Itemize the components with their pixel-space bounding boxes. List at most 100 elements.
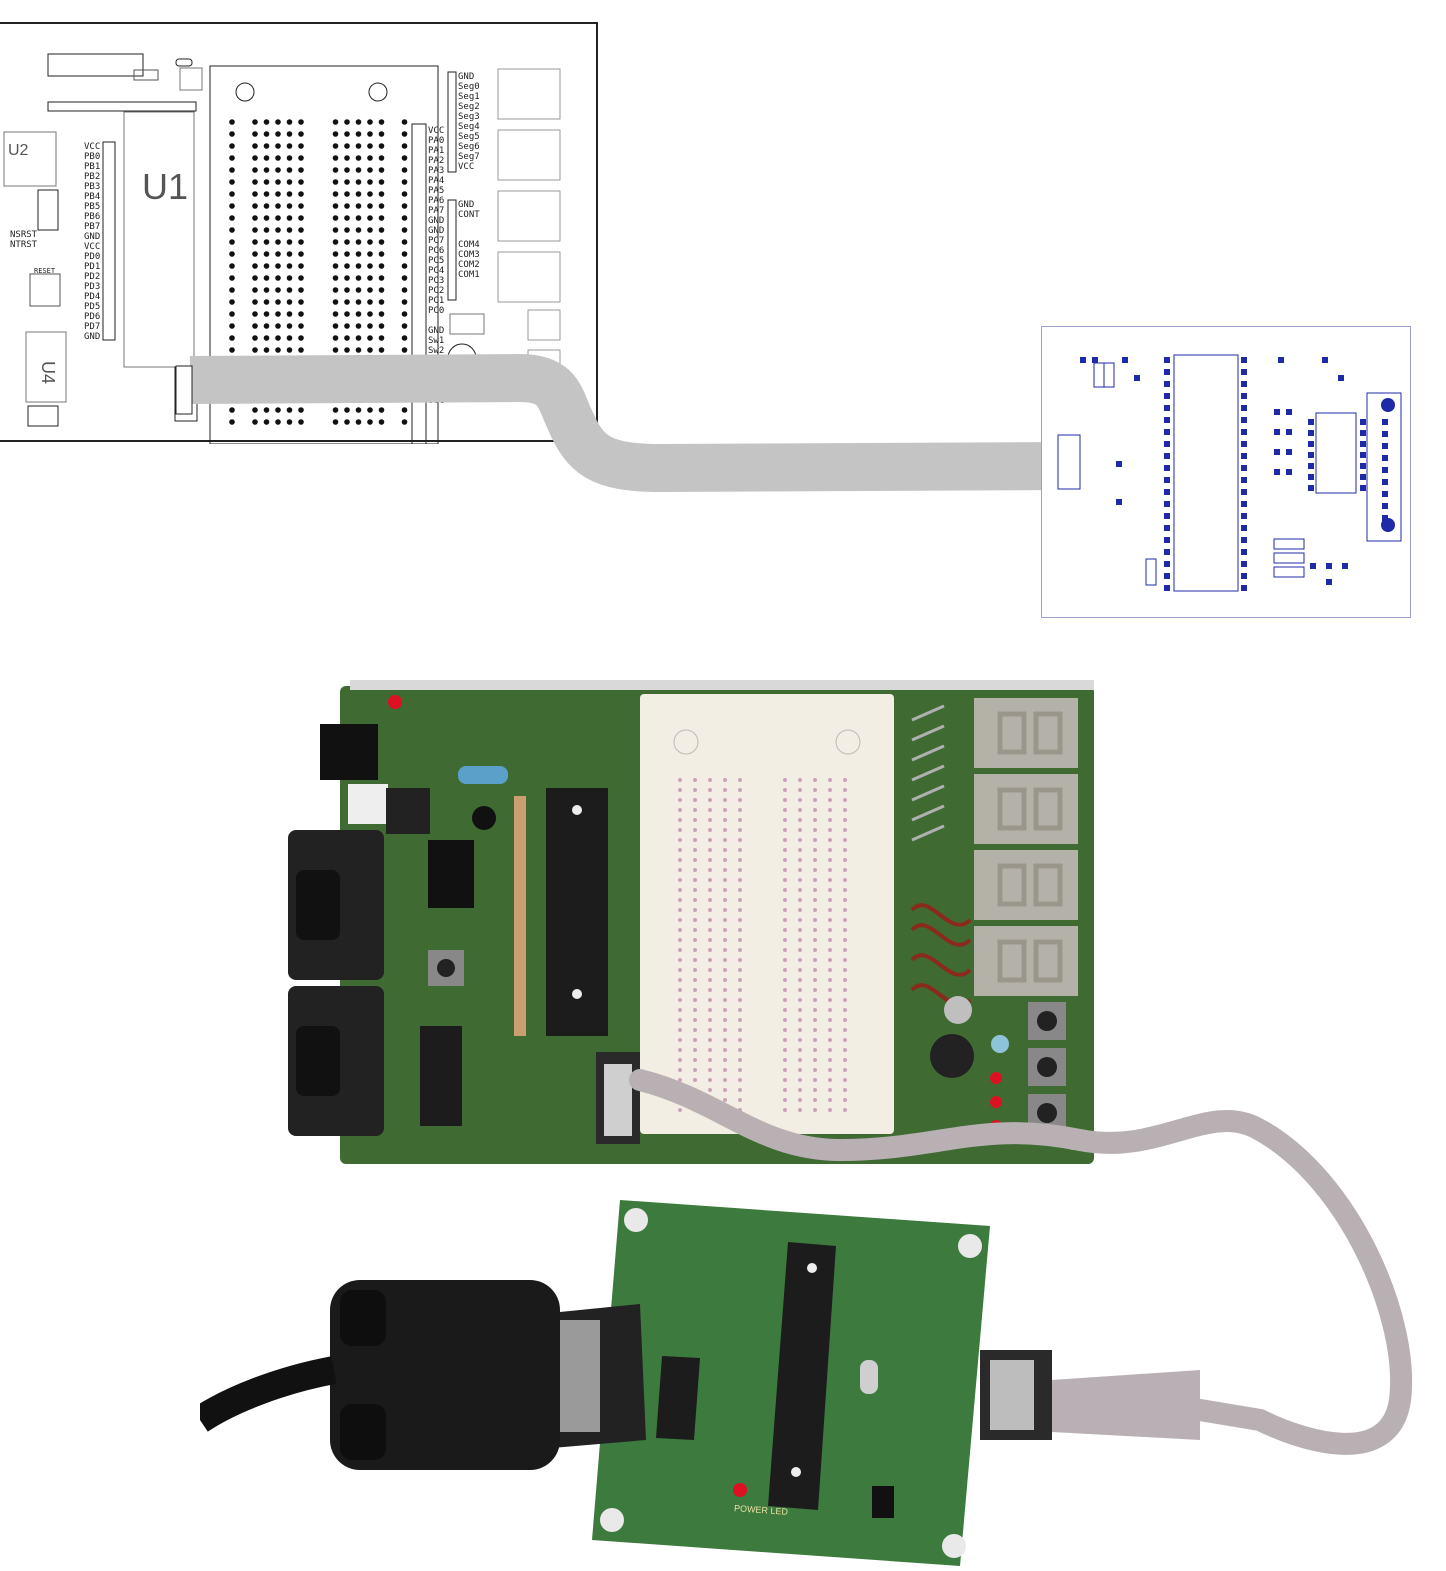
breadboard-hole — [678, 928, 682, 932]
breadboard-hole — [828, 1008, 832, 1012]
breadboard-hole — [843, 798, 847, 802]
breadboard-hole — [298, 299, 304, 305]
breadboard-hole — [693, 848, 697, 852]
breadboard-hole — [298, 311, 304, 317]
breadboard-hole — [813, 1078, 817, 1082]
breadboard-hole — [263, 179, 270, 185]
pcb-pad — [1382, 443, 1388, 449]
breadboard-hole — [738, 1078, 742, 1082]
breadboard-hole — [229, 323, 235, 329]
breadboard-hole — [378, 131, 385, 137]
breadboard-hole — [798, 788, 802, 792]
breadboard-hole — [723, 798, 727, 802]
breadboard-hole — [813, 988, 817, 992]
breadboard-hole — [355, 287, 362, 293]
breadboard-hole — [401, 299, 408, 305]
breadboard-hole — [738, 1038, 742, 1042]
breadboard-hole — [286, 215, 293, 221]
breadboard-hole — [275, 155, 281, 161]
breadboard-hole — [332, 227, 339, 233]
pcb-pad — [1382, 455, 1388, 461]
breadboard-hole — [286, 347, 293, 353]
breadboard-hole — [378, 419, 385, 425]
pcb-pad — [1360, 430, 1366, 436]
breadboard-hole — [401, 155, 408, 161]
breadboard-hole — [813, 1088, 817, 1092]
breadboard-hole — [843, 908, 847, 912]
breadboard-hole — [344, 323, 350, 329]
breadboard-hole — [813, 868, 817, 872]
breadboard-hole — [798, 1058, 802, 1062]
breadboard-hole — [708, 1028, 712, 1032]
breadboard-hole — [828, 968, 832, 972]
breadboard-hole — [286, 119, 293, 125]
switch-3 — [1037, 1103, 1057, 1123]
breadboard-hole — [263, 155, 270, 161]
breadboard-hole — [344, 335, 350, 341]
breadboard-hole — [783, 898, 787, 902]
breadboard-hole — [723, 898, 727, 902]
breadboard-hole — [828, 998, 832, 1002]
breadboard-hole — [298, 239, 304, 245]
breadboard-hole — [678, 1108, 682, 1112]
breadboard-hole — [332, 167, 339, 173]
breadboard-hole — [367, 299, 373, 305]
breadboard-hole — [678, 1028, 682, 1032]
breadboard-hole — [332, 155, 339, 161]
breadboard-hole — [738, 878, 742, 882]
breadboard-hole — [783, 978, 787, 982]
breadboard-hole — [401, 179, 408, 185]
breadboard-hole — [693, 1018, 697, 1022]
breadboard-hole — [275, 323, 281, 329]
breadboard-hole — [678, 888, 682, 892]
breadboard-hole — [275, 263, 281, 269]
breadboard-hole — [723, 1038, 727, 1042]
breadboard-hole — [738, 858, 742, 862]
breadboard-hole — [678, 778, 682, 782]
breadboard-hole — [275, 119, 281, 125]
breadboard-hole — [678, 1038, 682, 1042]
breadboard-hole — [355, 179, 362, 185]
breadboard-hole — [298, 251, 304, 257]
programmer-board-photo — [200, 1200, 1200, 1566]
breadboard-hole — [828, 1018, 832, 1022]
breadboard-hole — [378, 275, 385, 281]
breadboard-hole — [263, 239, 270, 245]
breadboard-hole — [828, 798, 832, 802]
breadboard-hole — [344, 155, 350, 161]
breadboard-hole — [401, 407, 408, 413]
pcb-pad — [1241, 381, 1247, 387]
breadboard-hole — [252, 251, 258, 257]
breadboard-hole — [723, 1028, 727, 1032]
breadboard-hole — [678, 1078, 682, 1082]
breadboard-hole — [229, 203, 235, 209]
breadboard-hole — [678, 858, 682, 862]
pcb-pad — [1360, 441, 1366, 447]
breadboard-hole — [783, 878, 787, 882]
pcb-pad — [1164, 369, 1170, 375]
breadboard-hole — [828, 988, 832, 992]
breadboard-hole — [723, 938, 727, 942]
breadboard-hole — [252, 407, 258, 413]
pcb-pad — [1278, 357, 1284, 363]
pcb-pad — [1164, 537, 1170, 543]
breadboard-hole — [298, 191, 304, 197]
pcb-pad — [1382, 419, 1388, 425]
breadboard-hole — [378, 347, 385, 353]
breadboard-hole — [798, 998, 802, 1002]
breadboard-hole — [344, 347, 350, 353]
breadboard-hole — [708, 928, 712, 932]
breadboard-hole — [738, 1088, 742, 1092]
breadboard-hole — [298, 335, 304, 341]
breadboard-hole — [783, 808, 787, 812]
breadboard-hole — [693, 978, 697, 982]
breadboard-hole — [783, 958, 787, 962]
breadboard-hole — [367, 419, 373, 425]
breadboard-hole — [738, 868, 742, 872]
breadboard-hole — [367, 191, 373, 197]
pcb-pad — [1164, 585, 1170, 591]
breadboard-hole — [693, 908, 697, 912]
breadboard-hole — [229, 263, 235, 269]
breadboard-hole — [367, 311, 373, 317]
pcb-pad — [1164, 357, 1170, 363]
